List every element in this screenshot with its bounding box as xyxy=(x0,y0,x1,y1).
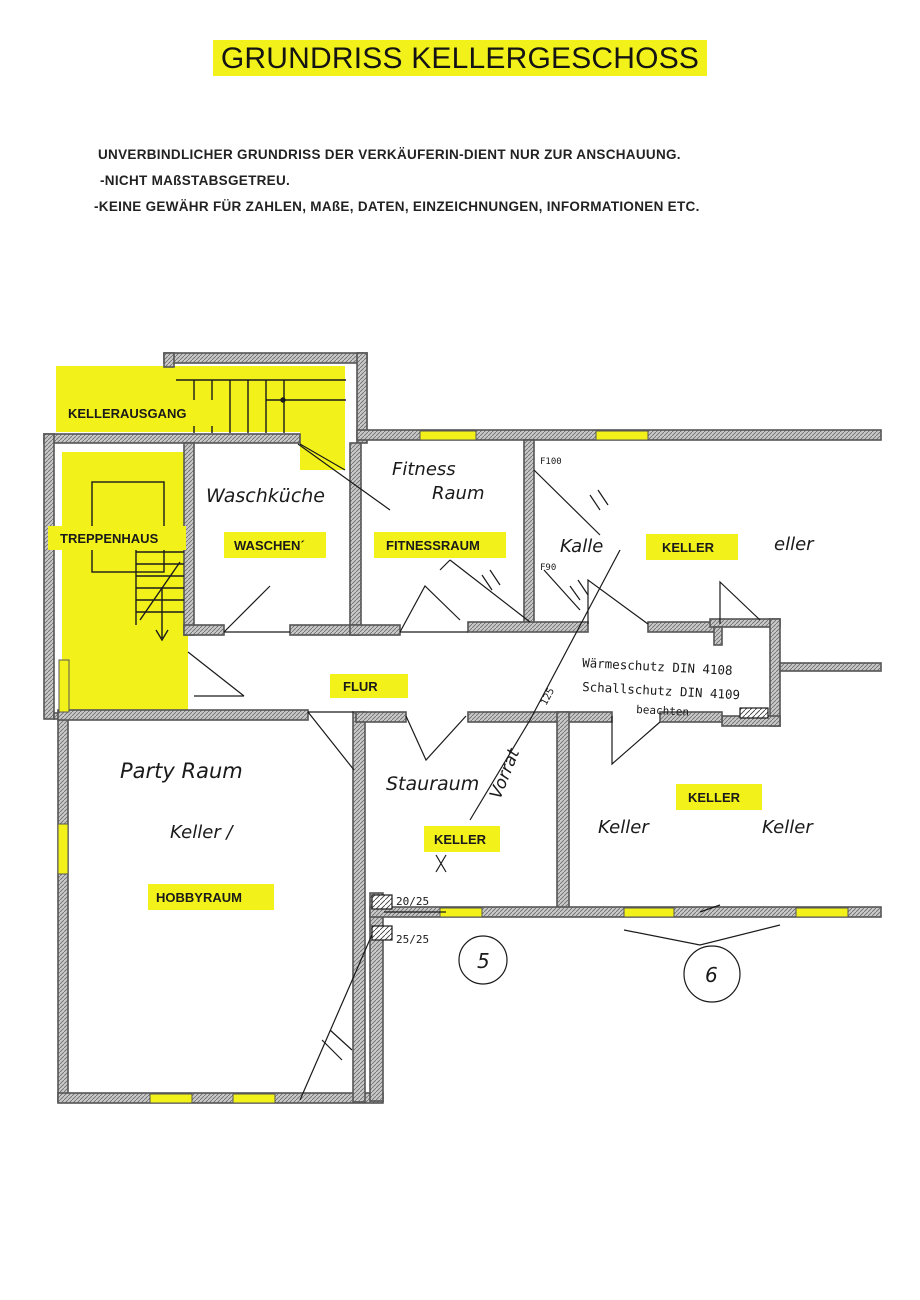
label-treppenhaus: TREPPENHAUS xyxy=(60,531,159,546)
dimension-marks xyxy=(371,489,781,1003)
title-area: GRUNDRISS KELLERGESCHOSS xyxy=(0,40,920,76)
stamp-schallschutz: Schallschutz DIN 4109 xyxy=(582,679,741,702)
hw-circle-5: 5 xyxy=(477,949,490,973)
label-hobbyraum: HOBBYRAUM xyxy=(156,890,242,905)
hw-vorrat: Vorrat xyxy=(486,745,525,802)
hw-waschkueche: Waschküche xyxy=(206,485,325,507)
hw-circle-6: 6 xyxy=(705,963,718,987)
label-fitnessraum: FITNESSRAUM xyxy=(386,538,480,553)
hw-fitness: Fitness xyxy=(392,459,456,480)
stamp-beachten: beachten xyxy=(636,703,690,719)
page-title: GRUNDRISS KELLERGESCHOSS xyxy=(212,40,708,76)
dimension-20-25: 20/25 xyxy=(396,895,429,908)
treppenhaus-highlight xyxy=(62,452,188,714)
doors xyxy=(187,443,761,1101)
hw-keller-slash: Keller / xyxy=(170,822,234,843)
windows xyxy=(57,430,849,1104)
dimension-25-25: 25/25 xyxy=(396,933,429,946)
disclaimer-line-2: -NICHT MAßSTABSGETREU. xyxy=(100,173,291,188)
hw-eller: eller xyxy=(774,534,815,555)
label-flur: FLUR xyxy=(343,679,378,694)
disclaimer-block: UNVERBINDLICHER GRUNDRISS DER VERKÄUFERI… xyxy=(94,142,700,220)
hw-stauraum: Stauraum xyxy=(386,773,479,795)
hw-keller-r2: Keller xyxy=(762,817,814,838)
annotation-f90: F90 xyxy=(540,563,556,573)
hw-keller-r1: Keller xyxy=(598,817,650,838)
room-labels: KELLERAUSGANG TREPPENHAUS WASCHEN´ FITNE… xyxy=(48,400,762,910)
label-keller-mid: KELLER xyxy=(434,832,487,847)
hw-raum: Raum xyxy=(432,483,484,504)
dimension-125: 125 xyxy=(539,686,557,707)
label-keller-right: KELLER xyxy=(688,790,741,805)
annotation-f100: F100 xyxy=(540,457,562,467)
stamp-waermeschutz: Wärmeschutz DIN 4108 xyxy=(582,655,733,678)
hw-party-raum: Party Raum xyxy=(120,759,243,783)
disclaimer-line-3: -KEINE GEWÄHR FÜR ZAHLEN, MAßE, DATEN, E… xyxy=(94,199,700,214)
hw-kalle: Kalle xyxy=(560,536,603,557)
handwritten-labels: Waschküche Fitness Raum Kalle eller Part… xyxy=(120,459,815,987)
label-kellerausgang: KELLERAUSGANG xyxy=(68,406,186,421)
label-keller-top: KELLER xyxy=(662,540,715,555)
disclaimer-line-1: UNVERBINDLICHER GRUNDRISS DER VERKÄUFERI… xyxy=(98,147,681,162)
label-waschen: WASCHEN´ xyxy=(234,538,305,553)
